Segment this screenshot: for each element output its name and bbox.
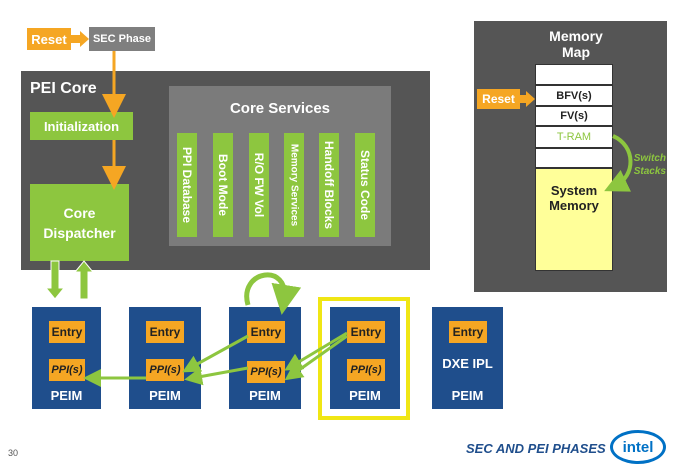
initialization-box: Initialization <box>30 112 133 140</box>
service-status-code: Status Code <box>355 133 375 237</box>
sec-phase-label: SEC Phase <box>92 33 152 45</box>
peim-3-loop-arrow <box>244 272 302 315</box>
memory-row-top <box>535 64 613 85</box>
memory-row-fv: FV(s) <box>535 106 613 126</box>
memory-row-blank <box>535 148 613 168</box>
peim-1-ppi: PPI(s) <box>49 359 85 381</box>
peim-4-ppi: PPI(s) <box>347 359 385 381</box>
footer-caption: SEC AND PEI PHASES <box>466 441 606 456</box>
core-dispatcher-line1: Core <box>63 204 96 221</box>
memory-row-system-memory: System Memory <box>535 168 613 271</box>
peim-2-entry: Entry <box>146 321 184 343</box>
core-services-title: Core Services <box>229 100 331 117</box>
sec-phase-box: SEC Phase <box>89 27 155 51</box>
peim-1-entry: Entry <box>49 321 85 343</box>
peim-4-entry: Entry <box>347 321 385 343</box>
memory-row-tram: T-RAM <box>535 126 613 148</box>
reset-to-sec-arrow <box>71 31 89 47</box>
service-boot-mode: Boot Mode <box>213 133 233 237</box>
memory-row-bfv: BFV(s) <box>535 85 613 106</box>
dxe-ipl-label: DXE IPL <box>442 356 493 371</box>
system-memory-line2: Memory <box>549 198 599 213</box>
reset-tag: Reset <box>27 28 71 50</box>
peim-3-label: PEIM <box>249 388 281 403</box>
core-services-panel <box>169 86 391 246</box>
memory-reset-tag: Reset <box>477 89 520 109</box>
system-memory-line1: System <box>550 183 598 198</box>
peim-3-ppi: PPI(s) <box>247 361 285 383</box>
peim-2-ppi: PPI(s) <box>146 359 184 381</box>
switch-stacks-label: Switch Stacks <box>633 153 666 177</box>
peim-4-label: PEIM <box>349 388 381 403</box>
initialization-label: Initialization <box>43 118 120 134</box>
service-handoff-blocks: Handoff Blocks <box>319 133 339 237</box>
intel-logo-text: intel <box>622 438 654 456</box>
pei-core-title: PEI Core <box>30 80 97 97</box>
memory-map-title-line2: Map <box>562 44 590 60</box>
peim-3-entry: Entry <box>247 321 285 343</box>
memory-reset-label: Reset <box>482 92 515 106</box>
peim-1-label: PEIM <box>50 388 83 403</box>
memory-map-title: Memory Map <box>535 28 617 60</box>
core-dispatcher-box: Core Dispatcher <box>30 184 129 261</box>
page-number: 30 <box>8 448 19 458</box>
peim-5-entry: Entry <box>449 321 487 343</box>
service-memory-services: Memory Services <box>284 133 304 237</box>
peim-2-label: PEIM <box>149 388 181 403</box>
memory-map-title-line1: Memory <box>549 28 603 44</box>
service-ro-fw-vol: R/O FW Vol <box>249 133 269 237</box>
core-dispatcher-line2: Dispatcher <box>43 224 116 241</box>
intel-logo: intel <box>610 430 666 464</box>
service-ppi-database: PPI Database <box>177 133 197 237</box>
peim-5-label: PEIM <box>451 388 484 403</box>
reset-label: Reset <box>31 31 67 47</box>
